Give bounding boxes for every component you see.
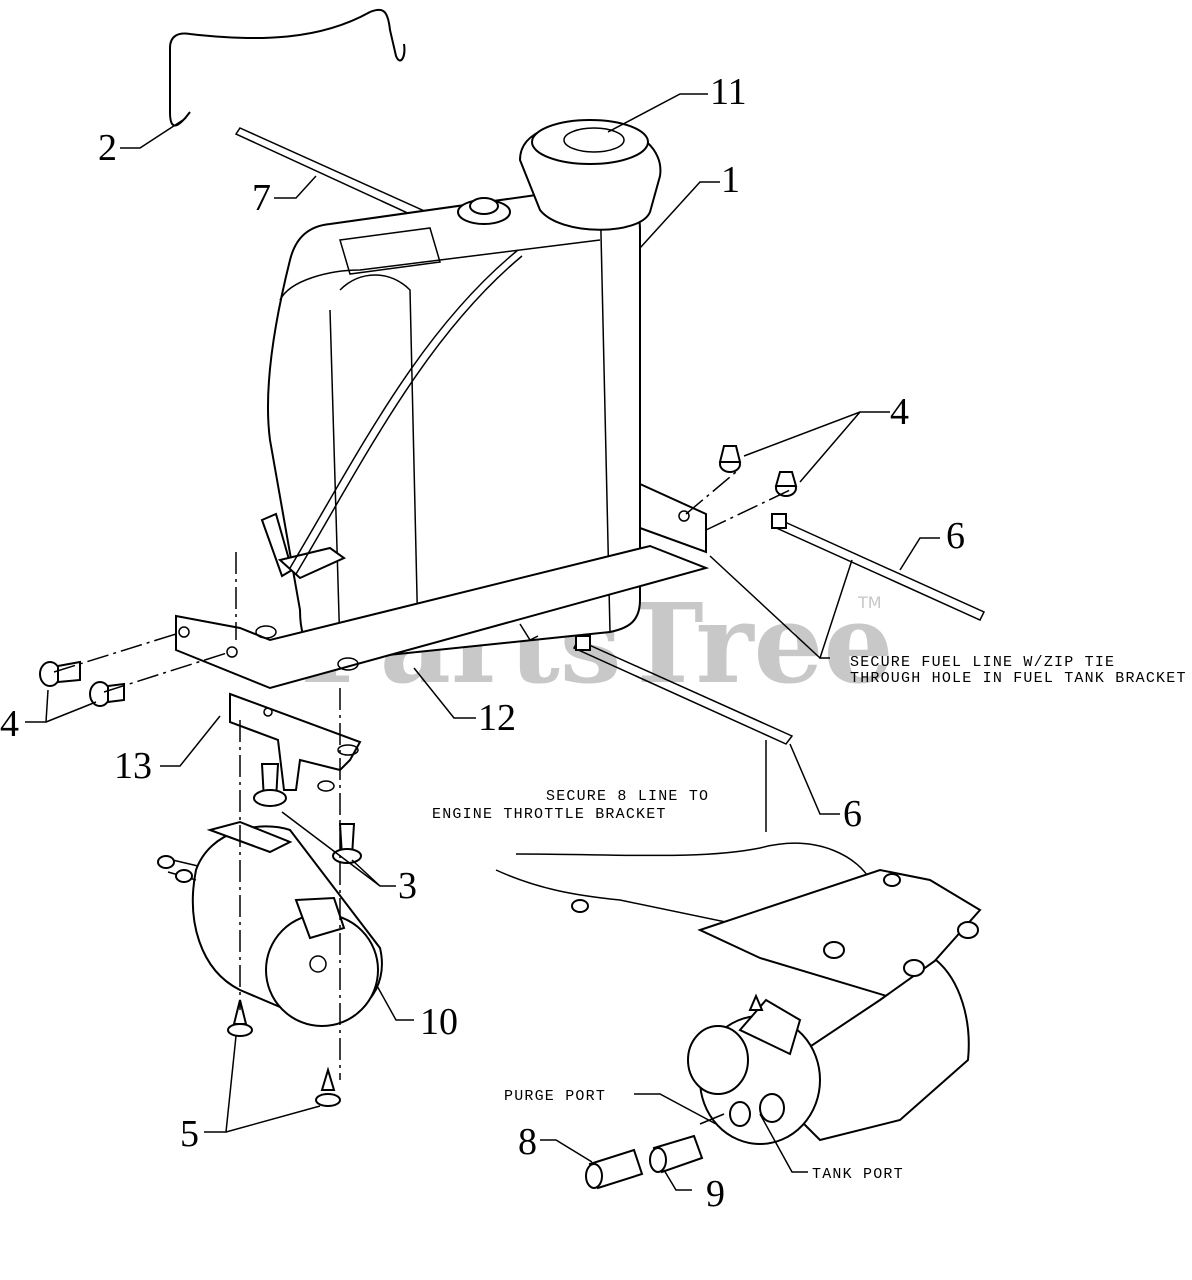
callout-12: 12 bbox=[478, 697, 516, 739]
callout-numbers: 1 2 3 4 4 5 6 6 7 8 9 10 11 12 13 bbox=[0, 71, 965, 1215]
inset-detail bbox=[495, 842, 982, 1145]
callout-11: 11 bbox=[710, 71, 747, 113]
callout-4-left: 4 bbox=[0, 703, 19, 745]
zip-ties-6 bbox=[572, 513, 986, 745]
callout-3: 3 bbox=[398, 865, 417, 907]
zip-tie-note-line2: THROUGH HOLE IN FUEL TANK BRACKET bbox=[850, 670, 1187, 687]
callout-4-right: 4 bbox=[890, 391, 909, 433]
callout-1: 1 bbox=[721, 159, 740, 201]
callout-5: 5 bbox=[180, 1113, 199, 1155]
zip-tie-note-line1: SECURE FUEL LINE W/ZIP TIE bbox=[850, 654, 1115, 671]
callout-10: 10 bbox=[420, 1001, 458, 1043]
hose-fittings bbox=[585, 1134, 704, 1190]
callout-9: 9 bbox=[706, 1173, 725, 1215]
throttle-note-line1: SECURE 8 LINE TO bbox=[546, 788, 709, 805]
canister-bracket bbox=[229, 692, 362, 792]
callout-6-top: 6 bbox=[946, 515, 965, 557]
fuel-line-part bbox=[169, 8, 406, 127]
bolts-4 bbox=[39, 445, 798, 707]
callout-6-bottom: 6 bbox=[843, 793, 862, 835]
fuel-cap bbox=[518, 119, 662, 231]
tank-port-label: TANK PORT bbox=[812, 1166, 904, 1183]
callout-7: 7 bbox=[252, 177, 271, 219]
screws-3 bbox=[253, 763, 362, 864]
tank-bracket bbox=[175, 482, 710, 690]
leader-lines bbox=[25, 93, 940, 1191]
throttle-note-line2: ENGINE THROTTLE BRACKET bbox=[432, 806, 667, 823]
callout-2: 2 bbox=[98, 127, 117, 169]
purge-port-label: PURGE PORT bbox=[504, 1088, 606, 1105]
center-lines bbox=[53, 471, 791, 1080]
callout-13: 13 bbox=[114, 745, 152, 787]
assembly-notes: SECURE FUEL LINE W/ZIP TIE THROUGH HOLE … bbox=[432, 654, 1187, 1183]
callout-8: 8 bbox=[518, 1121, 537, 1163]
watermark-trademark: TM bbox=[857, 593, 882, 612]
screws-5 bbox=[227, 999, 341, 1107]
